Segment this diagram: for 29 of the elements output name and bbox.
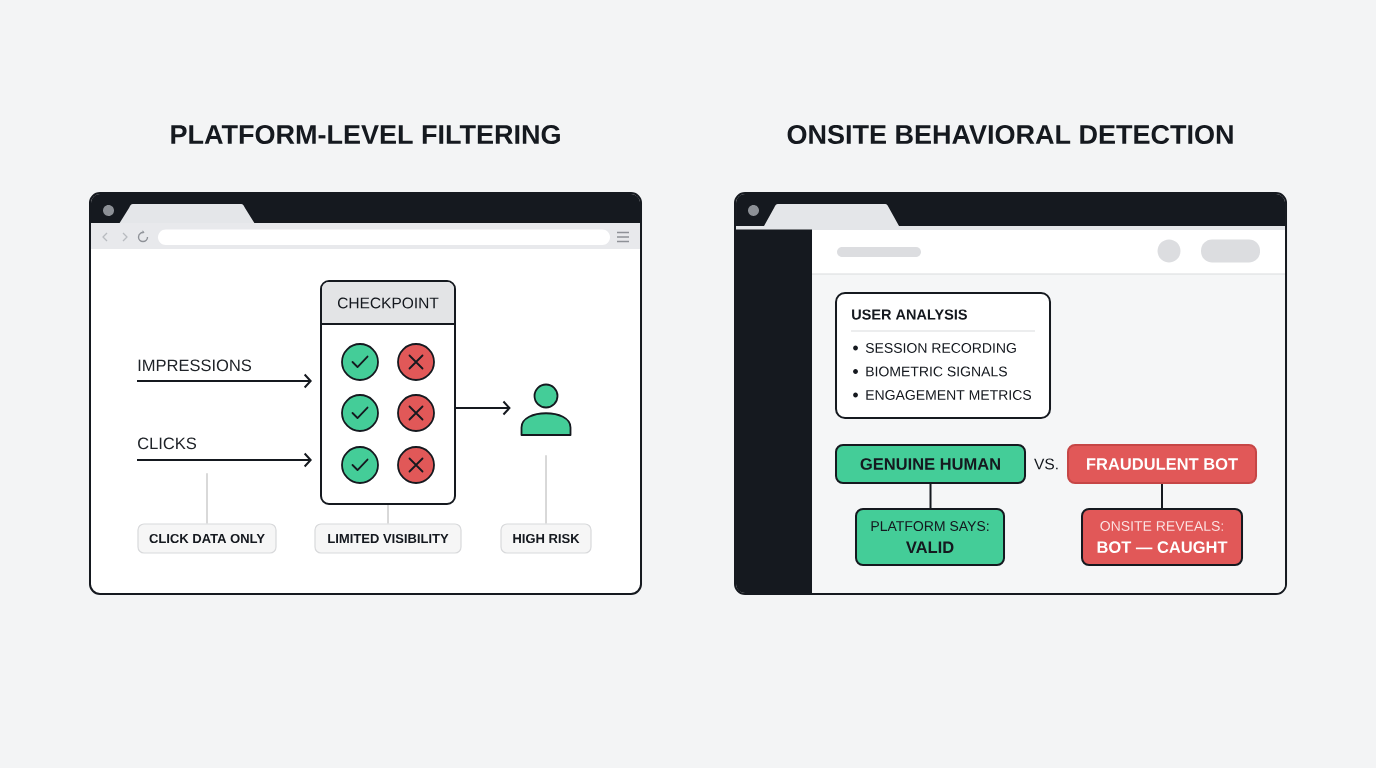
list-item: ENGAGEMENT METRICS	[866, 390, 1032, 400]
arrow	[136, 452, 312, 468]
section-heading: ONSITE BEHAVIORAL DETECTION	[787, 124, 1233, 145]
result-box: ONSITE REVEALS: BOT — CAUGHT	[1081, 508, 1243, 566]
person-icon	[520, 383, 572, 436]
checkpoint-panel	[320, 280, 456, 505]
category-box: FRAUDULENT BOT	[1067, 444, 1257, 484]
arrow	[455, 400, 511, 416]
comparison-label: VS.	[1034, 458, 1058, 470]
sidebar	[736, 229, 812, 593]
label-pill: CLICK DATA ONLY	[137, 523, 277, 554]
section-heading: PLATFORM-LEVEL FILTERING	[171, 124, 560, 145]
category-box: GENUINE HUMAN	[835, 444, 1026, 484]
leader-line	[545, 454, 547, 525]
connector-line	[929, 483, 932, 509]
flow-label: CLICKS	[138, 437, 197, 450]
panel-header: CHECKPOINT	[322, 282, 454, 325]
connector-line	[1161, 483, 1163, 509]
label-pill: LIMITED VISIBILITY	[314, 523, 462, 554]
arrow	[136, 373, 312, 389]
analysis-card	[835, 292, 1051, 419]
flow-label: IMPRESSIONS	[138, 359, 252, 372]
list-item: SESSION RECORDING	[865, 343, 1016, 353]
leader-line	[387, 504, 389, 525]
result-box: PLATFORM SAYS: VALID	[855, 508, 1005, 566]
list-item: BIOMETRIC SIGNALS	[866, 366, 1007, 377]
card-heading: USER ANALYSIS	[852, 309, 967, 320]
label-pill: HIGH RISK	[500, 523, 592, 554]
leader-line	[206, 472, 208, 525]
